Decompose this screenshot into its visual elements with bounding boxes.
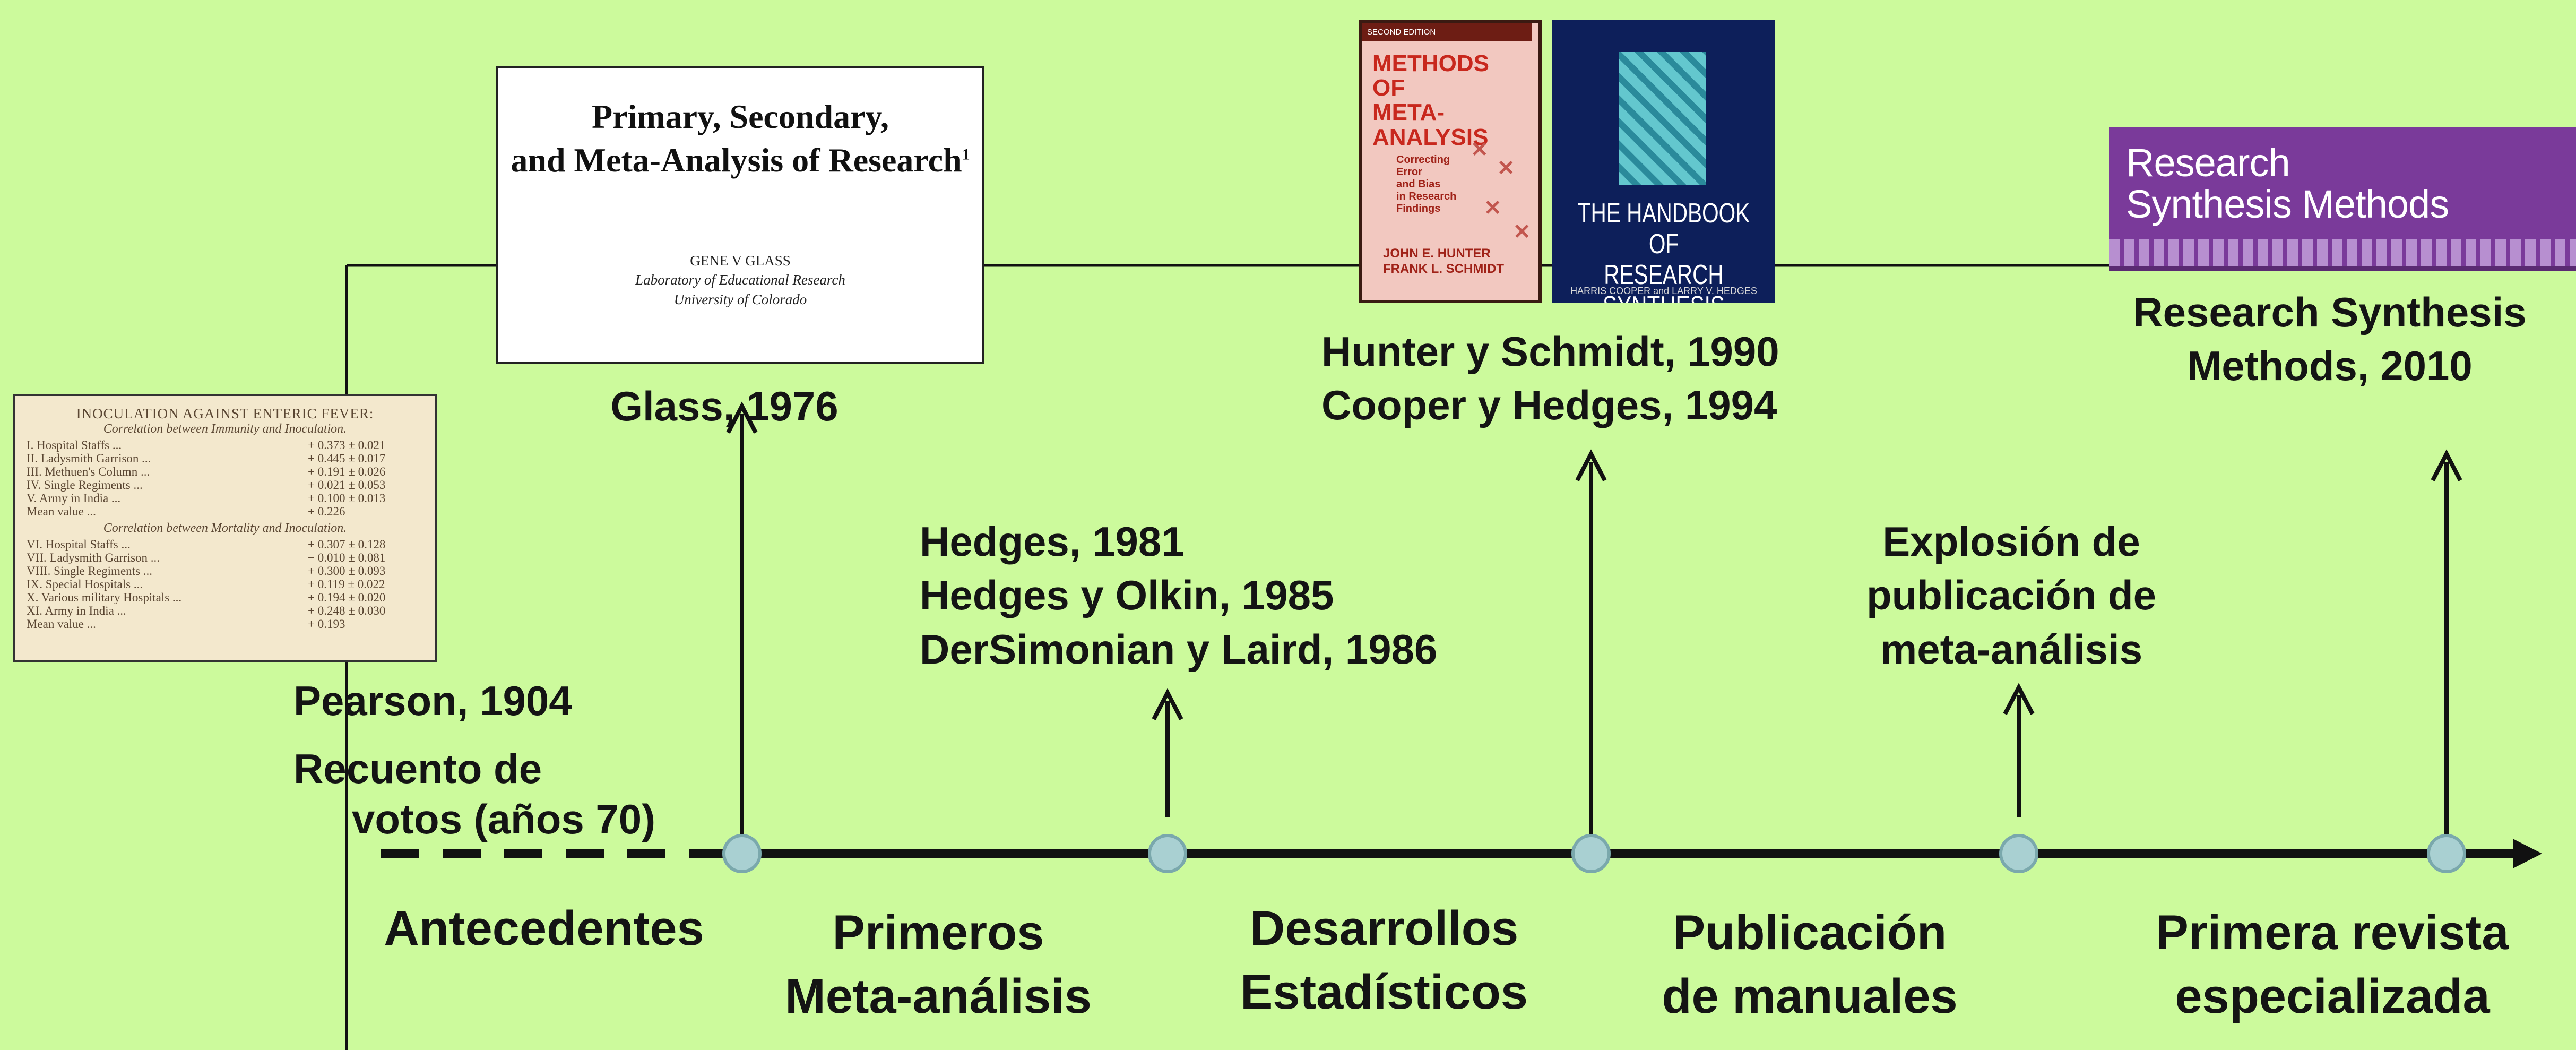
book-editors: HARRIS COOPER and LARRY V. HEDGES (1570, 286, 1757, 296)
table-row: VII. Ladysmith Garrison ...− 0.010 ± 0.0… (27, 551, 386, 564)
maze-illustration (1619, 52, 1706, 185)
table-row: VIII. Single Regiments ...+ 0.300 ± 0.09… (27, 564, 386, 578)
era-antecedentes: Antecedentes (384, 901, 704, 956)
event-recuento-line1: Recuento de (293, 745, 542, 792)
book-subtitle: Correcting Error and Bias in Research Fi… (1396, 153, 1457, 214)
book-title: METHODS OF META-ANALYSIS (1372, 50, 1489, 150)
book-authors: JOHN E. HUNTER FRANK L. SCHMIDT (1383, 246, 1504, 276)
table-row: III. Methuen's Column ...+ 0.191 ± 0.026 (27, 465, 386, 478)
event-recuento-line2: votos (años 70) (352, 796, 656, 842)
event-explosion: Explosión de publicación de meta-análisi… (1866, 518, 2157, 673)
event-revista: Research Synthesis Methods, 2010 (2133, 289, 2527, 390)
hunter-schmidt-book-cover: SECOND EDITION METHODS OF META-ANALYSIS … (1359, 20, 1542, 303)
event-glass: Glass, 1976 (610, 383, 839, 429)
table-row: V. Army in India ...+ 0.100 ± 0.013 (27, 492, 386, 505)
cross-mark-icon: ✕ (1513, 220, 1531, 244)
journal-strip (2109, 266, 2576, 271)
pearson-table-image: INOCULATION AGAINST ENTERIC FEVER: Corre… (13, 394, 437, 662)
table-row: X. Various military Hospitals ...+ 0.194… (27, 591, 386, 604)
event-manuales: Hunter y Schmidt, 1990 Cooper y Hedges, … (1321, 328, 1779, 429)
glass-paper-author: GENE V GLASS Laboratory of Educational R… (635, 252, 845, 307)
pearson-table-title: INOCULATION AGAINST ENTERIC FEVER: (76, 406, 374, 421)
journal-pattern (2109, 239, 2576, 266)
handbook-book-cover: THE HANDBOOK OF RESEARCH SYNTHESIS HARRI… (1552, 20, 1775, 303)
table-row: II. Ladysmith Garrison ...+ 0.445 ± 0.01… (27, 452, 386, 465)
node-glass (722, 834, 762, 873)
pearson-table-subtitle: Correlation between Immunity and Inocula… (103, 422, 347, 436)
table-row: Mean value ...+ 0.226 (27, 505, 345, 518)
table-row: Mean value ...+ 0.193 (27, 617, 345, 631)
event-hedges: Hedges, 1981 Hedges y Olkin, 1985 DerSim… (920, 518, 1438, 673)
cross-mark-icon: ✕ (1484, 196, 1502, 220)
table-row: XI. Army in India ...+ 0.248 ± 0.030 (27, 604, 386, 617)
node-explosion (1999, 834, 2038, 873)
cross-mark-icon: ✕ (1471, 138, 1489, 161)
node-manuales (1571, 834, 1611, 873)
journal-title: Research Synthesis Methods (2126, 141, 2449, 226)
table-row: I. Hospital Staffs ...+ 0.373 ± 0.021 (27, 438, 386, 452)
book-edition: SECOND EDITION (1362, 23, 1532, 41)
table-row: IV. Single Regiments ...+ 0.021 ± 0.053 (27, 478, 386, 492)
table-row: VI. Hospital Staffs ...+ 0.307 ± 0.128 (27, 538, 386, 551)
book-title: THE HANDBOOK OF RESEARCH SYNTHESIS (1577, 198, 1750, 303)
node-hedges (1148, 834, 1187, 873)
table-row: IX. Special Hospitals ...+ 0.119 ± 0.022 (27, 578, 385, 591)
event-arrows (726, 401, 2462, 839)
journal-cover-image: Research Synthesis Methods (2109, 127, 2576, 271)
event-pearson: Pearson, 1904 (293, 677, 572, 724)
timeline-nodes (722, 834, 2466, 873)
pearson-table-subtitle: Correlation between Mortality and Inocul… (103, 521, 347, 535)
glass-paper-title: Primary, Secondary, and Meta-Analysis of… (511, 98, 970, 179)
timeline-arrowhead (2513, 839, 2542, 868)
glass-paper-image: Primary, Secondary, and Meta-Analysis of… (496, 66, 984, 364)
node-revista (2427, 834, 2466, 873)
cross-mark-icon: ✕ (1497, 157, 1515, 180)
